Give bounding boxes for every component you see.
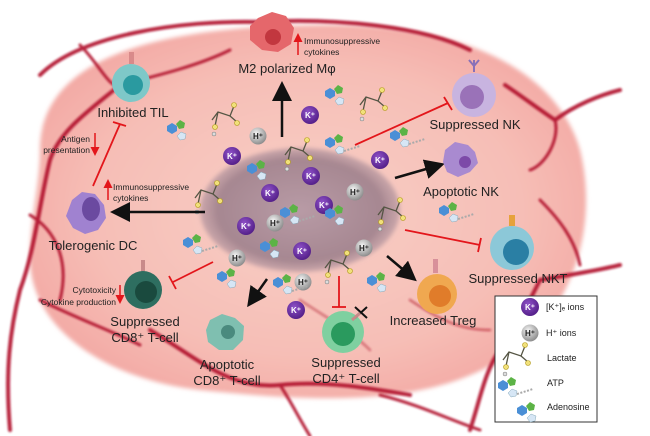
cell-apoptotic-cd8 [206, 314, 244, 350]
legend-item-hydrogen: H⁺ H⁺ ions [521, 324, 577, 342]
molecules: K⁺ K⁺ K⁺ K⁺ K⁺ K⁺ K⁺ K⁺ K⁺ H⁺ H⁺ H⁺ H⁺ H… [166, 84, 474, 319]
promotion-arrows [110, 81, 445, 308]
legend-item-atp: ATP [498, 377, 564, 397]
k-ion-label: K⁺ [305, 111, 315, 120]
cell-m2-macrophage [250, 12, 294, 52]
cell-suppressed-cd4 [322, 306, 368, 353]
regulation-arrows [90, 33, 303, 304]
k-ion-label: K⁺ [306, 172, 316, 181]
k-ion-label: K⁺ [241, 222, 251, 231]
h-ion-label: H⁺ [232, 254, 242, 263]
m2-note-line-1: Immunosuppressive [304, 36, 380, 46]
apoptotic-nk-label: Apoptotic NK [423, 184, 499, 199]
cell-suppressed-nkt [490, 215, 534, 270]
cell-tolerogenic-dc [66, 192, 106, 234]
k-ion-label: K⁺ [265, 189, 275, 198]
suppressed-cd8-label-line-2: CD8⁺ T-cell [111, 330, 178, 345]
cell-inhibited-til [112, 52, 150, 102]
legend-label: Lactate [547, 353, 577, 363]
increased-treg-label: Increased Treg [390, 313, 477, 328]
dc-note-line-1: Immunosuppressive [113, 182, 189, 192]
inhibition-lines [92, 96, 482, 308]
legend-h-symbol: H⁺ [525, 329, 535, 338]
suppressed-nkt-label: Suppressed NKT [469, 271, 568, 286]
k-ion-label: K⁺ [319, 201, 329, 210]
h-ion-label: H⁺ [270, 219, 280, 228]
cell-increased-treg [417, 259, 457, 314]
m2-note-line-2: cytokines [304, 47, 339, 57]
cell-suppressed-nk [452, 59, 496, 117]
legend-label: Adenosine [547, 402, 590, 412]
cell-suppressed-cd8 [124, 260, 162, 309]
dc-note-line-2: cytokines [113, 193, 148, 203]
legend-item-potassium: K⁺ [K⁺]ₑ ions [521, 298, 585, 316]
legend-label: [K⁺]ₑ ions [546, 302, 585, 312]
h-ion-label: H⁺ [298, 278, 308, 287]
antigen-note-line-2: presentation [43, 145, 90, 155]
h-ion-label: H⁺ [350, 188, 360, 197]
k-ion-label: K⁺ [291, 306, 301, 315]
ion-labels: K⁺ K⁺ K⁺ K⁺ K⁺ K⁺ K⁺ K⁺ K⁺ H⁺ H⁺ H⁺ H⁺ H… [227, 111, 385, 315]
cell-apoptotic-nk [443, 142, 478, 177]
inhibited-til-label: Inhibited TIL [97, 105, 168, 120]
h-ion-label: H⁺ [359, 244, 369, 253]
legend-item-adenosine: Adenosine [516, 401, 590, 423]
suppressed-cd4-label-line-1: Suppressed [311, 355, 380, 370]
tolerogenic-dc-label: Tolerogenic DC [49, 238, 138, 253]
h-ion-label: H⁺ [253, 132, 263, 141]
suppressed-nk-label: Suppressed NK [429, 117, 520, 132]
k-ion-label: K⁺ [297, 247, 307, 256]
suppressed-cd8-label-line-1: Suppressed [110, 314, 179, 329]
legend-label: H⁺ ions [546, 328, 577, 338]
legend-item-lactate: Lactate [502, 341, 577, 377]
apoptotic-cd8-label-line-1: Apoptotic [200, 357, 255, 372]
tumor-core [200, 148, 400, 272]
k-ion-label: K⁺ [227, 152, 237, 161]
cd8-note-line-1: Cytotoxicity [73, 285, 117, 295]
legend-label: ATP [547, 378, 564, 388]
suppressed-cd4-label-line-2: CD4⁺ T-cell [312, 371, 379, 386]
legend-k-symbol: K⁺ [525, 303, 535, 312]
legend: K⁺ [K⁺]ₑ ions H⁺ H⁺ ions Lactate ATP Ade… [494, 295, 598, 423]
cd8-note-line-2: Cytokine production [41, 297, 116, 307]
k-ion-label: K⁺ [375, 156, 385, 165]
antigen-note-line-1: Antigen [61, 134, 90, 144]
m2-macrophage-label: M2 polarized Mφ [238, 61, 335, 76]
apoptotic-cd8-label-line-2: CD8⁺ T-cell [193, 373, 260, 388]
